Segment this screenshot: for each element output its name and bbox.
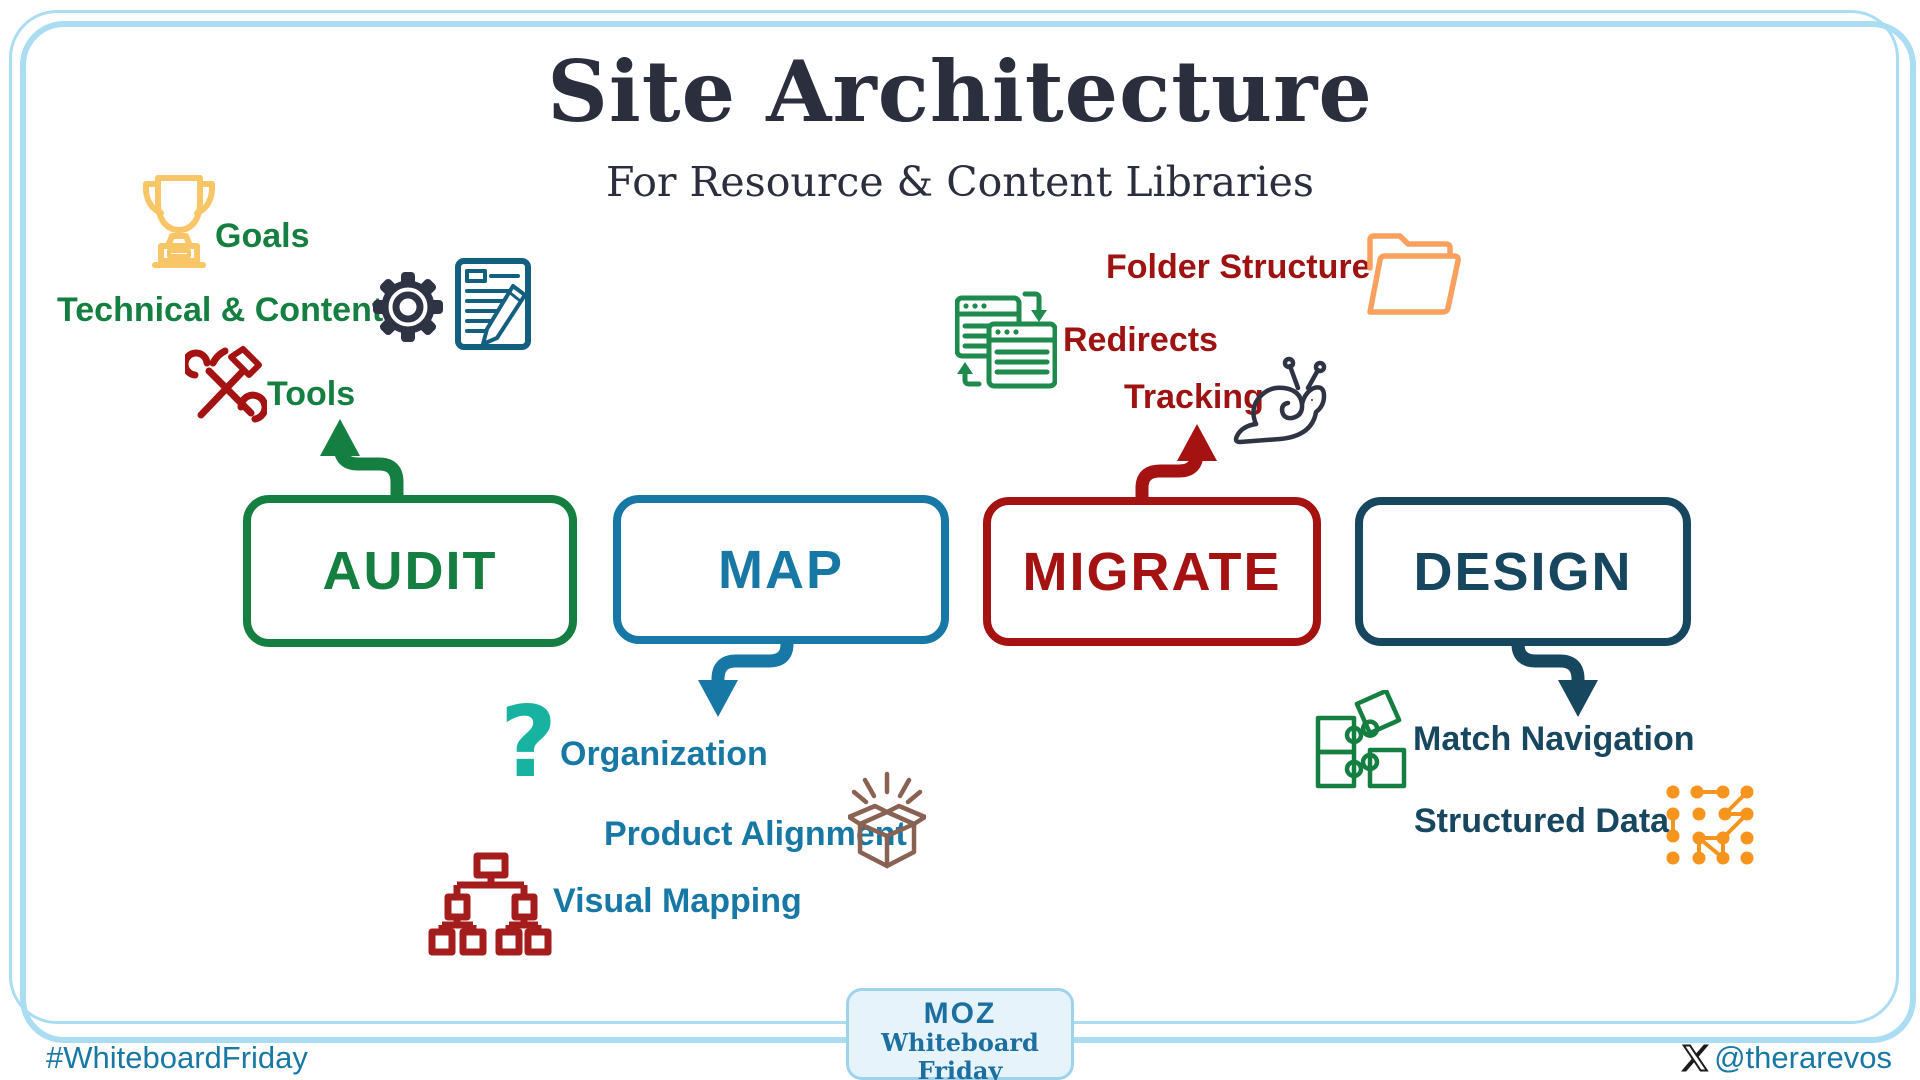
handle-label: @therarevos bbox=[1714, 1040, 1892, 1075]
audit-box: AUDIT bbox=[243, 495, 577, 647]
audit-arrow bbox=[320, 419, 404, 509]
visual-mapping-label: Visual Mapping bbox=[553, 882, 802, 920]
x-logo-icon bbox=[1681, 1044, 1710, 1072]
hammer-wrench-icon bbox=[185, 346, 267, 423]
goals-label: Goals bbox=[215, 217, 310, 255]
hashtag-label: #WhiteboardFriday bbox=[46, 1040, 308, 1075]
match-navigation-label: Match Navigation bbox=[1413, 720, 1695, 758]
folder-structure-label: Folder Structure bbox=[1106, 248, 1371, 286]
tracking-label: Tracking bbox=[1124, 378, 1264, 416]
page-title: Site Architecture bbox=[547, 42, 1373, 141]
moz-logo: MOZ bbox=[923, 997, 997, 1030]
trophy-icon bbox=[142, 175, 216, 268]
network-graph-icon bbox=[1666, 785, 1754, 865]
migrate-box: MIGRATE bbox=[983, 497, 1321, 646]
map-box: MAP bbox=[613, 495, 949, 644]
browser-redirect-icon bbox=[955, 291, 1057, 389]
audit-box-label: AUDIT bbox=[322, 541, 498, 601]
organization-label: Organization bbox=[560, 735, 768, 773]
redirects-label: Redirects bbox=[1063, 321, 1218, 359]
map-box-label: MAP bbox=[718, 539, 844, 600]
snail-icon bbox=[1233, 356, 1327, 445]
technical-content-label: Technical & Content bbox=[57, 291, 384, 329]
design-box: DESIGN bbox=[1355, 497, 1691, 646]
migrate-box-label: MIGRATE bbox=[1022, 541, 1282, 602]
moz-whiteboard-friday-badge: MOZ Whiteboard Friday bbox=[846, 988, 1074, 1080]
social-handle: @therarevos bbox=[1680, 1040, 1892, 1076]
structured-data-label: Structured Data bbox=[1414, 802, 1670, 840]
badge-series-label: Whiteboard Friday bbox=[881, 1028, 1039, 1080]
page-subtitle: For Resource & Content Libraries bbox=[606, 158, 1314, 206]
puzzle-icon bbox=[1315, 690, 1407, 789]
sitemap-icon bbox=[428, 852, 552, 956]
open-box-icon bbox=[848, 771, 926, 869]
gear-icon bbox=[373, 272, 443, 342]
migrate-arrow bbox=[1135, 424, 1217, 508]
tools-label: Tools bbox=[267, 375, 356, 413]
design-box-label: DESIGN bbox=[1413, 541, 1633, 602]
folder-icon bbox=[1367, 233, 1461, 315]
question-mark-icon: ? bbox=[500, 686, 557, 800]
notebook-pencil-icon bbox=[455, 258, 531, 350]
